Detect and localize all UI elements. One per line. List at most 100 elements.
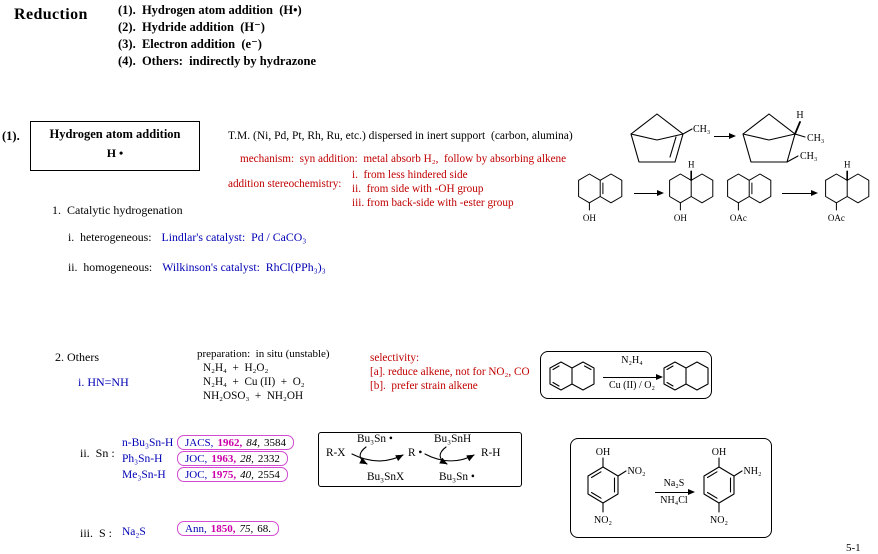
citation-year: 1962, (217, 436, 243, 449)
homogeneous-line: ii. homogeneous: Wilkinson's catalyst: Rh… (68, 260, 326, 275)
stereo-item: i. from less hindered side (352, 169, 468, 181)
sulfide-section-label: iii. S : (80, 526, 113, 540)
alkyl-halide-label: R-X (326, 447, 346, 459)
overview-list: (1). Hydrogen atom addition (H•) (2). Hy… (118, 2, 316, 70)
heterogeneous-line: i. heterogeneous: Lindlar's catalyst: Pd … (68, 230, 307, 245)
preparation-line: N₂H₄ + Cu (II) + O₂ (203, 376, 305, 388)
no2-label: NO₂ (628, 466, 646, 477)
citation-journal: JOC, (185, 452, 208, 465)
ch3-label: CH₃ (807, 133, 824, 144)
stereochemistry-label: addition stereochemistry: (228, 178, 342, 190)
tin-reagent: Ph₃Sn-H (122, 453, 163, 465)
heterogeneous-label: i. heterogeneous: (68, 230, 152, 244)
aminonitrophenol-structure: OH NH₂ NO₂ (703, 447, 762, 526)
box-title: Hydrogen atom addition (49, 127, 181, 141)
tin-reagent: n-Bu₃Sn-H (122, 437, 174, 449)
citation-volume: 84, (246, 436, 260, 449)
reaction-arrow (634, 189, 664, 196)
oh-label: OH (583, 213, 596, 223)
citation-journal: Ann, (185, 522, 207, 535)
selectivity-item: [b]. prefer strain alkene (370, 380, 478, 392)
tm-support-note: T.M. (Ni, Pd, Pt, Rh, Ru, etc.) disperse… (228, 130, 573, 142)
page-number: 5-1 (846, 542, 861, 554)
tin-radical-label: Bu₃Sn • (439, 471, 475, 483)
methyl-norbornene-structure: CH₃ (630, 113, 710, 163)
tin-reagent: Me₃Sn-H (122, 469, 166, 481)
citation-pages: 2554 (257, 468, 280, 481)
tin-hydride-label: Bu₃SnH (434, 433, 472, 445)
homogeneous-label: ii. homogeneous: (68, 260, 153, 274)
alkyl-radical-label: R • (408, 447, 423, 459)
reaction-arrow (714, 132, 736, 139)
citation-box: JOC, 1963, 28, 2332 (177, 451, 288, 466)
section1-number: (1). (2, 129, 20, 143)
ch3-label: CH₃ (693, 124, 710, 135)
oh-label: OH (596, 447, 610, 458)
stereo-item: iii. from back-side with -ester group (352, 197, 514, 210)
selectivity-label: selectivity: (370, 352, 420, 364)
selectivity-item: [a]. reduce alkene, not for NO₂, CO (370, 366, 530, 378)
preparation-line: NH₂OSO₃ + NH₂OH (203, 390, 304, 402)
oac-label: OAc (730, 213, 747, 223)
h-label: H (688, 160, 695, 170)
nh2-label: NH₂ (744, 466, 762, 477)
overview-item: (4). Others: indirectly by hydrazone (118, 54, 317, 68)
reaction-arrow (782, 189, 818, 196)
radical-chain-arrows (351, 446, 475, 465)
hydrogen-atom-addition-box: Hydrogen atom addition H • (30, 121, 200, 171)
overview-item: (1). Hydrogen atom addition (H•) (118, 3, 302, 17)
overview-item: (3). Electron addition (e⁻) (118, 37, 262, 51)
selectivity-block: selectivity: [a]. reduce alkene, not for… (370, 351, 530, 393)
no2-label: NO₂ (710, 515, 728, 526)
preparation-label: preparation: in situ (unstable) (197, 348, 330, 360)
mechanism-note: mechanism: syn addition: metal absorb H₂… (240, 153, 567, 165)
no2-label: NO₂ (594, 515, 612, 526)
reaction-arrow (603, 373, 663, 380)
citation-pages: 68. (257, 522, 271, 535)
citation-year: 1963, (211, 452, 237, 465)
page-title: Reduction (14, 6, 88, 23)
others-title: 2. Others (55, 350, 99, 364)
bicyclic-oh-product-structure: H OH (669, 160, 714, 223)
reagent-above-arrow: N₂H₄ (621, 355, 643, 366)
citation-box: JOC, 1975, 40, 2554 (177, 467, 288, 482)
bicyclic-oac-product-structure: H OAc (825, 160, 870, 223)
tin-section-label: ii. Sn : (80, 446, 115, 460)
preparation-list: N₂H₄ + H₂O₂ N₂H₄ + Cu (II) + O₂ NH₂OSO₃ … (203, 361, 305, 403)
nitro-reduction-box: OH NO₂ NO₂ Na₂S NH₄Cl OH NH₂ NO₂ (570, 438, 772, 538)
citation-box: JACS, 1962, 84, 3584 (177, 435, 294, 450)
tetralin-structure (663, 361, 709, 391)
citation-year: 1975, (211, 468, 237, 481)
reagent-below-arrow: Cu (II) / O₂ (609, 380, 655, 391)
tin-halide-label: Bu₃SnX (367, 471, 405, 483)
citation-volume: 75, (239, 522, 254, 535)
methyl-norbornane-structure: H CH₃ CH₃ (742, 110, 824, 163)
radical-chain-box: R-X Bu₃Sn • Bu₃SnX R • Bu₃SnH Bu₃Sn • R-… (318, 432, 522, 487)
bicyclic-alkene-oh-structure: OH (578, 173, 623, 223)
wilkinson-catalyst: Wilkinson's catalyst: RhCl(PPh₃)₃ (162, 260, 326, 274)
citation-box: Ann, 1850, 75, 68. (177, 521, 279, 536)
citation-volume: 28, (240, 452, 254, 465)
stereo-item: ii. from side with -OH group (352, 183, 484, 196)
bicyclic-alkene-oac-structure: OAc (727, 173, 772, 223)
preparation-line: N₂H₄ + H₂O₂ (203, 362, 269, 374)
oac-label: OAc (828, 213, 845, 223)
citation-journal: JACS, (185, 436, 214, 449)
citation-journal: JOC, (185, 468, 208, 481)
h-label: H (844, 160, 851, 170)
reaction-arrow (655, 488, 695, 495)
oh-label: OH (674, 213, 687, 223)
lindlar-catalyst: Lindlar's catalyst: Pd / CaCO₃ (161, 230, 307, 244)
citation-pages: 2332 (257, 452, 280, 465)
reagent-below-arrow: NH₄Cl (660, 495, 688, 506)
citation-volume: 40, (240, 468, 254, 481)
tin-radical-label: Bu₃Sn • (357, 433, 393, 445)
alkane-label: R-H (481, 447, 501, 459)
sodium-sulfide-label: Na₂S (122, 526, 146, 538)
citation-pages: 3584 (263, 436, 286, 449)
oh-label: OH (712, 447, 726, 458)
diimide-reaction-box: N₂H₄ Cu (II) / O₂ (540, 351, 712, 399)
reagent-above-arrow: Na₂S (663, 478, 685, 489)
citation-year: 1850, (210, 522, 236, 535)
